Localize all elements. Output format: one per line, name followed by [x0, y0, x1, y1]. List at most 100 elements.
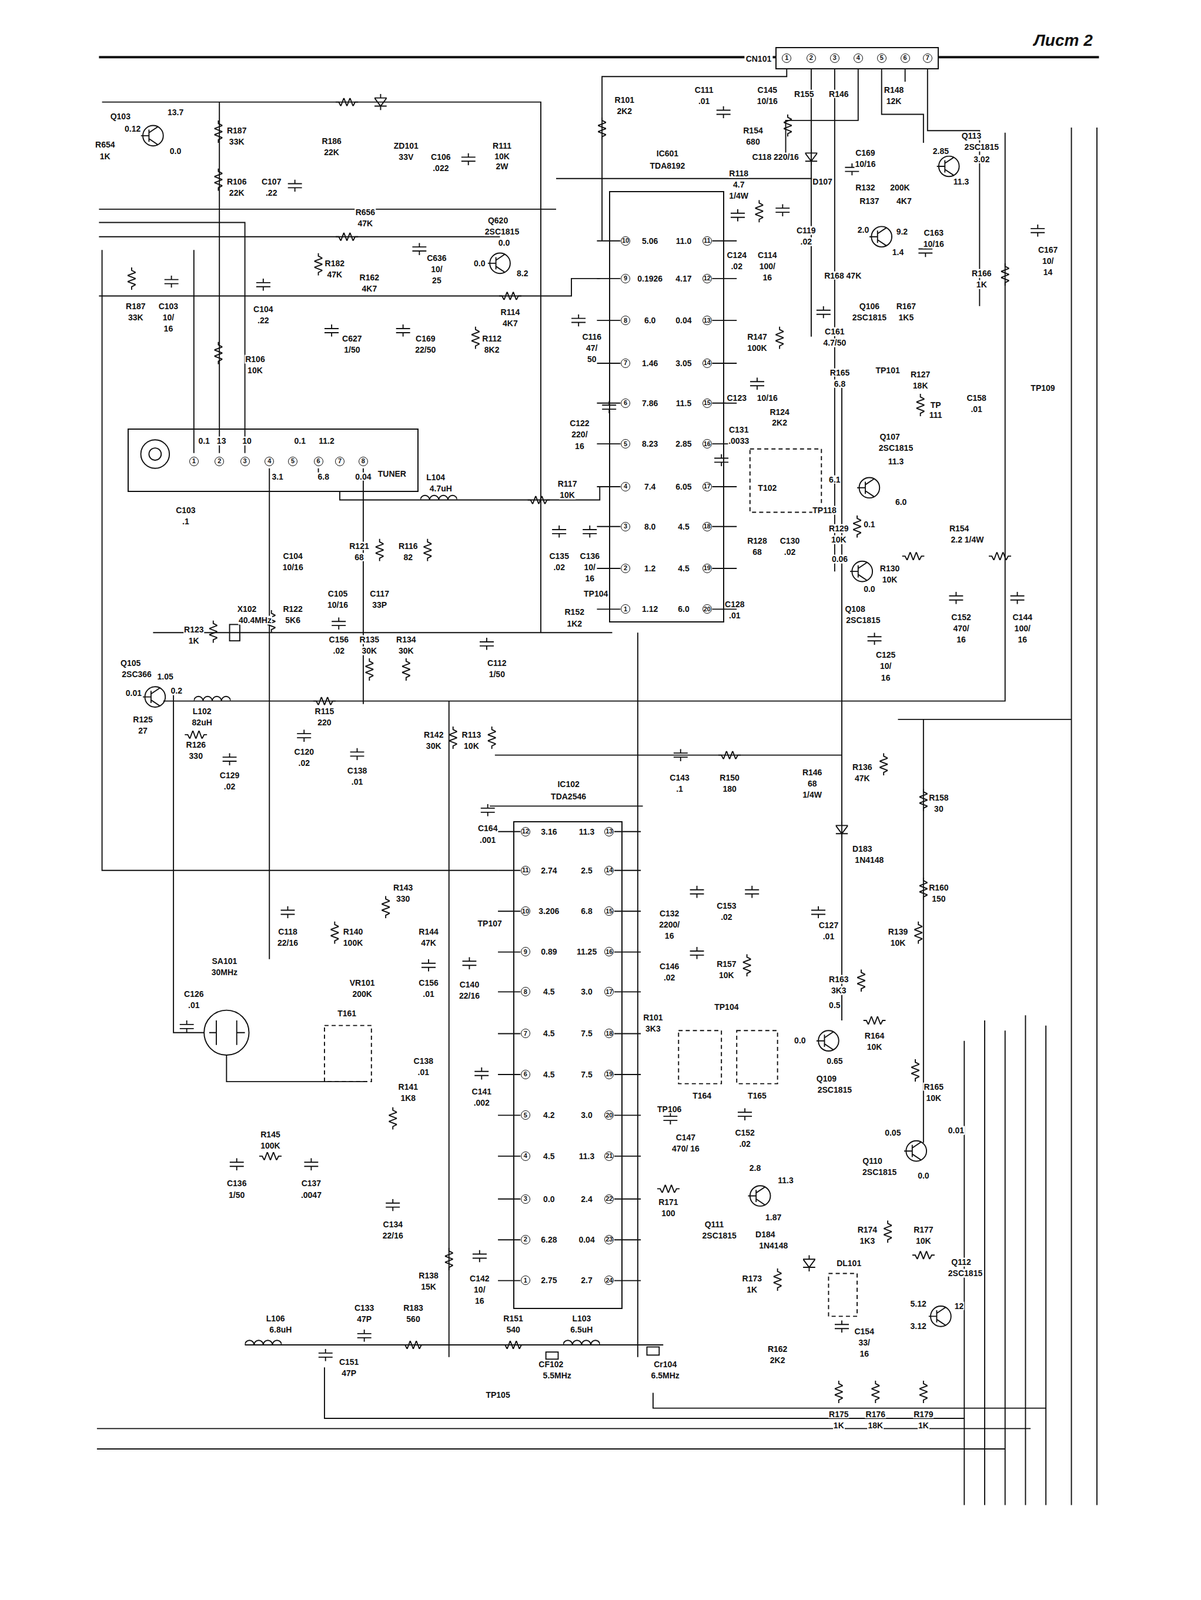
- schematic-label: R121: [348, 541, 370, 551]
- schematic-label: .02: [738, 1139, 751, 1149]
- schematic-label: C112: [486, 658, 508, 668]
- schematic-label: 0.1: [293, 436, 307, 446]
- schematic-label: 30K: [425, 741, 443, 751]
- schematic-label: C107: [261, 177, 282, 187]
- schematic-label: 1.4: [891, 247, 905, 257]
- schematic-label: 2.85: [932, 146, 950, 156]
- schematic-label: 33P: [371, 600, 388, 610]
- schematic-label: .02: [552, 563, 565, 572]
- transistor-symbol: [904, 1141, 927, 1162]
- part-name: CN101: [744, 54, 774, 64]
- schematic-label: C127: [818, 921, 839, 930]
- schematic-label: C158: [965, 393, 987, 403]
- capacitor-symbol: [474, 1067, 489, 1080]
- schematic-label: 7.86: [641, 398, 659, 408]
- schematic-label: 10/16: [326, 600, 349, 610]
- resistor-symbol: [471, 326, 480, 350]
- part-name: TDA2546: [549, 792, 588, 802]
- schematic-label: 2.74: [540, 865, 558, 875]
- schematic-label: .0033: [727, 436, 750, 446]
- schematic-label: R123: [183, 625, 204, 635]
- schematic-label: C146: [658, 961, 680, 971]
- schematic-label: C167: [1037, 245, 1059, 255]
- resistor-symbol: [402, 1340, 425, 1350]
- schematic-label: TP101: [874, 366, 901, 376]
- schematic-label: Q113: [961, 131, 982, 141]
- schematic-label: C125: [875, 650, 896, 660]
- schematic-label: 6.0: [677, 604, 690, 614]
- pin-stubs: [596, 241, 737, 610]
- schematic-label: 3.0: [580, 1111, 593, 1120]
- capacitor-symbol: [462, 957, 477, 970]
- schematic-label: R139: [887, 927, 909, 936]
- schematic-label: C118 220/16: [751, 152, 799, 162]
- schematic-label: 3.1: [271, 472, 284, 481]
- schematic-label: 68: [751, 547, 763, 557]
- schematic-label: 6.8: [580, 907, 593, 916]
- schematic-label: 3.0: [580, 987, 593, 997]
- schematic-label: 1K2: [566, 619, 583, 628]
- schematic-label: R113: [461, 730, 483, 739]
- capacitor-symbol: [834, 1320, 849, 1333]
- resistor-symbol: [445, 1248, 454, 1271]
- schematic-label: 40.4MHz: [238, 616, 273, 625]
- schematic-label: R183: [402, 1303, 424, 1313]
- pin-number: 12: [520, 827, 531, 837]
- schematic-label: .01: [187, 1000, 200, 1010]
- schematic-label: X102: [236, 604, 258, 614]
- schematic-label: R152: [564, 607, 585, 617]
- schematic-label: R101: [642, 1012, 664, 1022]
- schematic-label: 10K: [890, 938, 907, 948]
- schematic-label: .02: [332, 646, 346, 656]
- schematic-label: R165: [829, 368, 851, 377]
- coil-symbol: [245, 1340, 282, 1346]
- resistor-symbol: [502, 1340, 525, 1350]
- pin-number: 15: [702, 398, 712, 408]
- capacitor-symbol: [867, 632, 882, 645]
- pin-number: 24: [604, 1275, 614, 1286]
- schematic-label: 180: [721, 784, 737, 794]
- capacitor-symbol: [1030, 224, 1045, 237]
- pin-number: 3: [830, 53, 840, 63]
- resistor-symbol: [214, 168, 223, 191]
- capacitor-symbol: [412, 242, 427, 256]
- schematic-label: 2.5: [580, 865, 593, 875]
- schematic-label: R128: [746, 536, 768, 546]
- schematic-label: 11.3: [887, 456, 905, 466]
- schematic-label: VR101: [349, 978, 376, 988]
- schematic-label: 0.04: [354, 472, 372, 481]
- schematic-label: R112: [481, 334, 503, 344]
- resistor-symbol: [919, 877, 928, 901]
- schematic-label: C116: [581, 332, 602, 341]
- spark-gap-symbol: [209, 1020, 246, 1046]
- schematic-label: 4.5: [677, 563, 690, 573]
- schematic-label: 0.1926: [636, 274, 664, 284]
- schematic-label: .1: [181, 517, 190, 527]
- schematic-label: 4.2: [542, 1111, 555, 1120]
- schematic-label: R106: [226, 177, 247, 187]
- schematic-label: 4.5: [542, 1029, 555, 1039]
- transistor-symbol: [141, 125, 164, 147]
- pin-number: 17: [604, 987, 614, 997]
- schematic-label: C161: [824, 327, 845, 337]
- schematic-label: DL101: [835, 1259, 862, 1269]
- schematic-label: 16: [574, 441, 585, 451]
- schematic-label: 10/16: [756, 393, 779, 403]
- schematic-label: 47K: [420, 938, 437, 948]
- capacitor-symbol: [571, 314, 586, 327]
- schematic-label: 16: [474, 1296, 485, 1306]
- pin-number: 13: [604, 827, 614, 837]
- schematic-label: TP107: [477, 919, 503, 929]
- schematic-label: 0.12: [124, 124, 142, 133]
- schematic-label: 220/: [570, 430, 588, 440]
- capacitor-symbol: [744, 885, 759, 899]
- schematic-label: 0.2: [170, 686, 183, 696]
- schematic-label: 22/16: [382, 1231, 404, 1241]
- part-name: IC601: [655, 149, 680, 159]
- pin-number: 20: [604, 1110, 614, 1120]
- sheet-title: Лист 2: [1032, 31, 1095, 50]
- schematic-label: R165: [922, 1082, 944, 1092]
- schematic-label: R132: [854, 183, 876, 193]
- schematic-label: 2K2: [769, 1355, 786, 1365]
